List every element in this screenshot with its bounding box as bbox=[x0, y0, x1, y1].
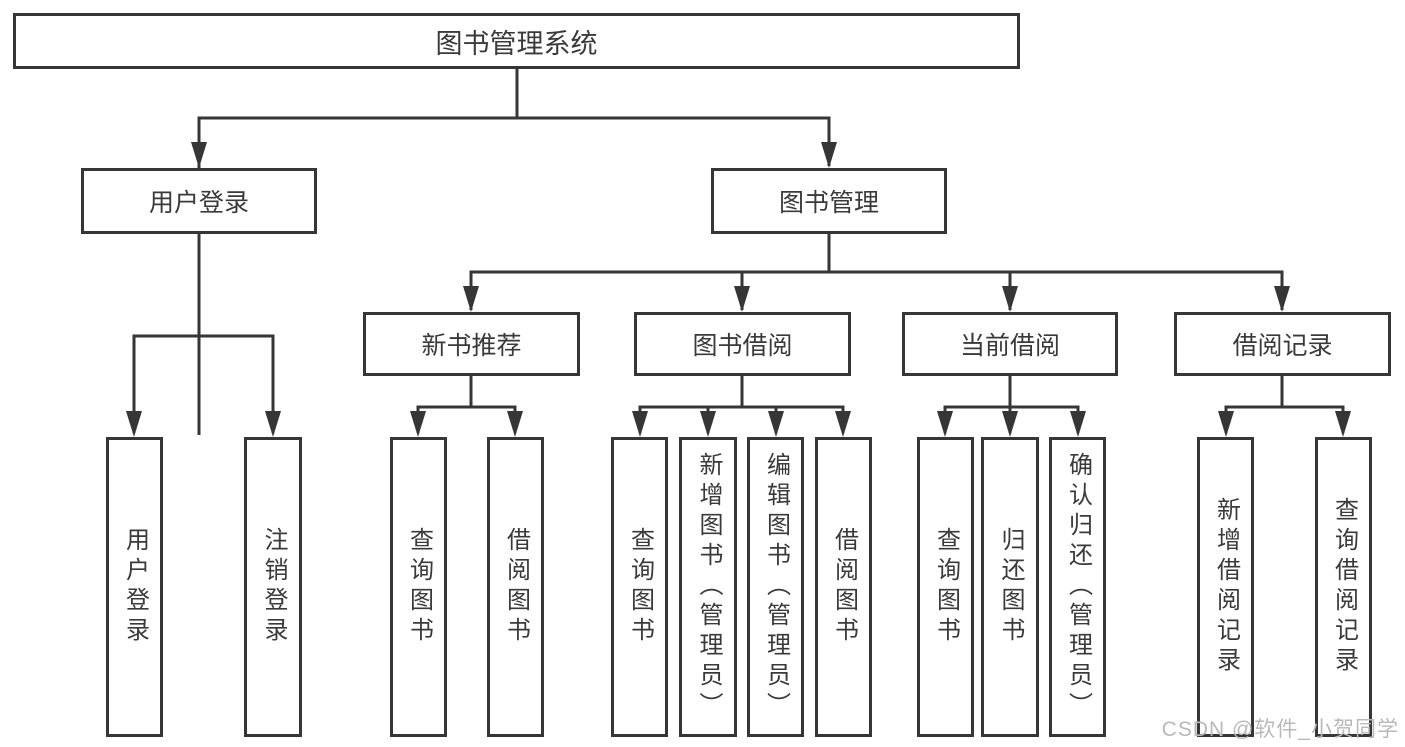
node-user-login: 用户登录 bbox=[81, 168, 317, 234]
node-new-book-recommend: 新书推荐 bbox=[363, 312, 580, 376]
leaf-label: 用户登录 bbox=[121, 527, 149, 647]
arrow-icon bbox=[1070, 411, 1086, 437]
tree-edges bbox=[132, 69, 1345, 435]
leaf-confirm-return-admin: 确认归还（管理员） bbox=[1049, 437, 1106, 737]
node-book-borrow: 图书借阅 bbox=[634, 312, 851, 376]
leaf-add-borrow-record: 新增借阅记录 bbox=[1197, 437, 1254, 737]
leaf-return-book: 归还图书 bbox=[981, 437, 1039, 737]
arrow-icon bbox=[1218, 411, 1234, 437]
leaf-borrow-book-1: 借阅图书 bbox=[487, 437, 544, 737]
arrow-icon bbox=[1002, 411, 1018, 437]
arrow-icon bbox=[1274, 286, 1290, 312]
node-book-management-label: 图书管理 bbox=[778, 189, 879, 217]
arrow-icon bbox=[1002, 286, 1018, 312]
node-user-login-label: 用户登录 bbox=[148, 189, 249, 217]
arrow-icon bbox=[1335, 411, 1351, 437]
leaf-label: 借阅图书 bbox=[830, 527, 858, 647]
leaf-borrow-book-2: 借阅图书 bbox=[815, 437, 872, 737]
arrow-icon bbox=[734, 286, 750, 312]
leaf-label: 新增借阅记录 bbox=[1212, 497, 1240, 677]
arrow-icon bbox=[632, 411, 648, 437]
node-current-borrow: 当前借阅 bbox=[902, 312, 1118, 376]
leaf-edit-book-admin: 编辑图书（管理员） bbox=[747, 437, 804, 737]
arrow-icon bbox=[126, 411, 142, 437]
leaf-label: 查询图书 bbox=[626, 527, 654, 647]
arrow-icon bbox=[410, 411, 426, 437]
node-root: 图书管理系统 bbox=[13, 13, 1020, 69]
leaf-label: 查询图书 bbox=[932, 527, 960, 647]
arrow-icon bbox=[507, 411, 523, 437]
arrow-icon bbox=[835, 411, 851, 437]
leaf-query-borrow-record: 查询借阅记录 bbox=[1315, 437, 1372, 737]
node-borrow-record: 借阅记录 bbox=[1174, 312, 1391, 376]
leaf-label: 查询图书 bbox=[405, 527, 433, 647]
leaf-label: 编辑图书（管理员） bbox=[762, 452, 790, 722]
leaf-query-book-2: 查询图书 bbox=[611, 437, 668, 737]
node-book-management: 图书管理 bbox=[711, 168, 947, 234]
arrow-icon bbox=[821, 142, 837, 168]
leaf-label: 借阅图书 bbox=[502, 527, 530, 647]
leaf-query-book-1: 查询图书 bbox=[390, 437, 447, 737]
arrow-icon bbox=[191, 142, 207, 168]
arrow-icon bbox=[700, 411, 716, 437]
leaf-logout: 注销登录 bbox=[244, 437, 302, 737]
leaf-add-book-admin: 新增图书（管理员） bbox=[679, 437, 737, 737]
node-root-label: 图书管理系统 bbox=[435, 28, 598, 59]
leaf-label: 注销登录 bbox=[260, 527, 287, 647]
arrow-icon bbox=[463, 286, 479, 312]
node-book-borrow-label: 图书借阅 bbox=[692, 332, 793, 360]
leaf-label: 查询借阅记录 bbox=[1330, 497, 1358, 677]
arrow-icon bbox=[265, 411, 281, 437]
leaf-query-book-3: 查询图书 bbox=[917, 437, 974, 737]
node-current-borrow-label: 当前借阅 bbox=[959, 332, 1060, 360]
leaf-label: 新增图书（管理员） bbox=[695, 452, 722, 722]
csdn-watermark: CSDN @软件_小贺同学 bbox=[1161, 718, 1399, 741]
node-borrow-record-label: 借阅记录 bbox=[1232, 332, 1333, 360]
leaf-label: 归还图书 bbox=[997, 527, 1024, 647]
node-new-book-recommend-label: 新书推荐 bbox=[421, 332, 522, 360]
arrow-icon bbox=[768, 411, 784, 437]
arrow-icon bbox=[937, 411, 953, 437]
leaf-label: 确认归还（管理员） bbox=[1064, 452, 1092, 722]
leaf-user-login: 用户登录 bbox=[106, 437, 163, 737]
